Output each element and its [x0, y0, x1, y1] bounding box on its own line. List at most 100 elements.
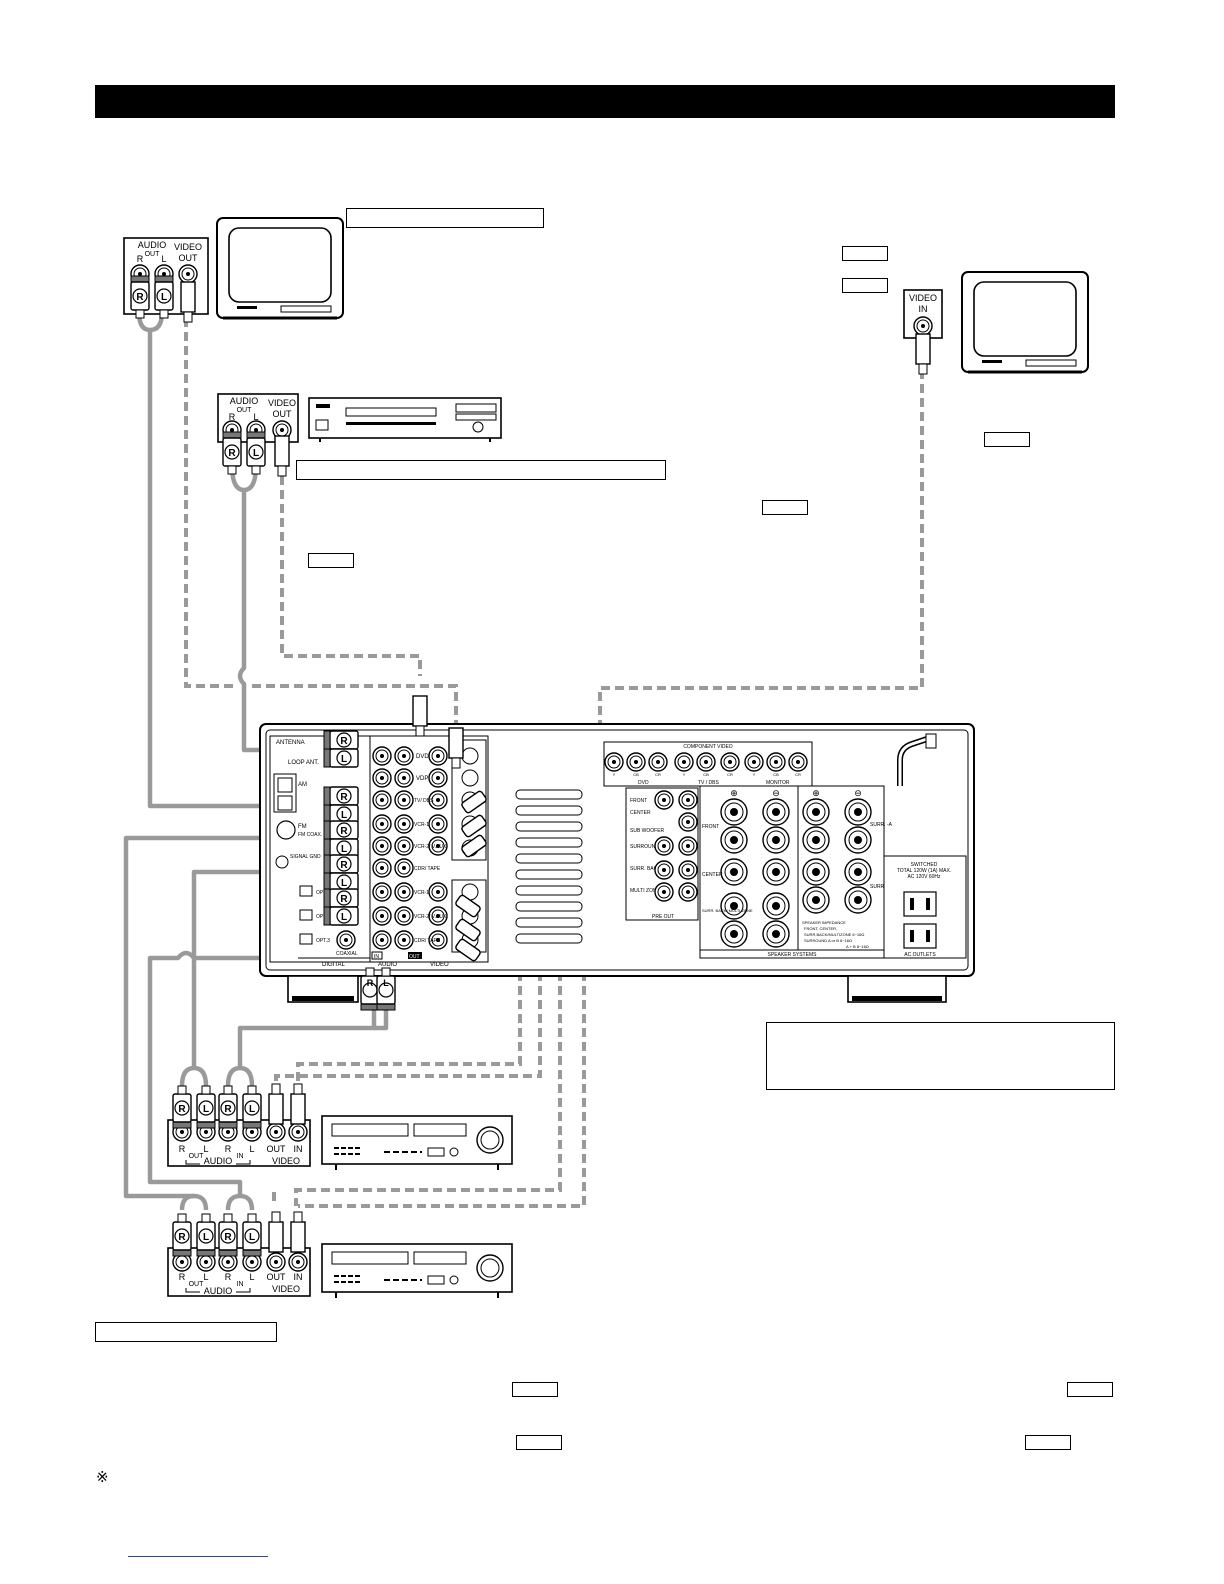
section-header-bar — [95, 85, 1115, 118]
ref-box-2 — [842, 278, 888, 293]
tv-left-audio-label: AUDIO — [138, 240, 167, 250]
ref-box-3 — [984, 432, 1030, 447]
fm-coax-label: FM COAX. 75Ω — [298, 832, 333, 838]
preout-front-label: FRONT — [630, 798, 647, 804]
comp-y-label: Y — [753, 772, 756, 777]
preout-surround-label: SURROUND — [630, 844, 659, 850]
preout-label: PRE OUT — [652, 914, 674, 920]
tv-right: VIDEO IN — [903, 270, 1090, 375]
comp-y-label: Y — [683, 772, 686, 777]
preout-center-label: CENTER — [630, 810, 651, 816]
plug-r-label: R — [136, 292, 144, 303]
dvd-player: AUDIO OUT VIDEO OUT R L R L — [217, 393, 502, 477]
plug-l-label: L — [161, 292, 167, 303]
digital-label: DIGITAL — [322, 962, 346, 968]
signal-gnd-label: SIGNAL GND — [290, 854, 321, 860]
tv-left-l-label: L — [161, 254, 166, 264]
plug-l-label: L — [341, 754, 347, 765]
speaker-impedance-4: A + B 8~16Ω — [846, 944, 869, 949]
comp-cb-label: CB — [633, 772, 639, 777]
input-cdr-label: CDR/ TAPE — [414, 866, 441, 872]
plug-l-label: L — [341, 844, 347, 855]
note-symbol: ※ — [96, 1468, 109, 1486]
speaker-minus-label: ⊖ — [772, 788, 780, 798]
switched-label: SWITCHED — [911, 862, 938, 868]
ref-box-8 — [516, 1435, 562, 1450]
input-vcr1-label: VCR-1 — [414, 822, 429, 828]
dvd-l-label: L — [253, 412, 258, 422]
vcr2-r-out-label: R — [179, 1272, 186, 1282]
speaker-impedance-2: SURR.BACK/MULTIZONE 6~16Ω — [804, 932, 864, 937]
comp-cr-label: CR — [795, 772, 801, 777]
output-vcr1-label: VCR-1 — [414, 890, 429, 896]
opt3-label: OPT.3 — [316, 938, 330, 944]
antenna-label: ANTENNA — [276, 740, 305, 746]
plug-r-label: R — [340, 792, 348, 803]
plug-l-label: L — [383, 978, 389, 988]
comp-tvdbs-label: TV / DBS — [698, 780, 720, 786]
tv-left-r-label: R — [137, 254, 144, 264]
plug-l-label: L — [341, 912, 347, 923]
plug-r-label: R — [340, 736, 348, 747]
tv-right-video-label: VIDEO — [909, 293, 937, 303]
switched-ac-label: AC 120V 60Hz — [907, 874, 941, 880]
preout-sub-label: SUB WOOFER — [630, 828, 665, 834]
input-vdp-label: VDP — [416, 776, 428, 782]
speaker-minus-label: ⊖ — [854, 788, 862, 798]
speaker-surr-a-label: SURR. -A — [870, 822, 893, 828]
label-box-dvd — [296, 460, 666, 480]
ac-outlets-label: AC OUTLETS — [904, 952, 936, 958]
speaker-center-label: CENTER — [702, 872, 723, 878]
vcr1-in-label: IN — [294, 1144, 303, 1154]
speaker-surrback-label: SURR. BACK/ MULTI ZONE — [702, 908, 753, 913]
plug-l-label: L — [341, 878, 347, 889]
plug-l-label: L — [203, 1232, 209, 1243]
vcr2-in-label: IN — [294, 1272, 303, 1282]
dvd-out2-label: OUT — [273, 409, 293, 419]
am-label: AM — [298, 782, 307, 788]
vcr1-video-label: VIDEO — [272, 1156, 300, 1166]
opt2-label: OPT.2 — [316, 914, 330, 920]
plug-r-label: R — [224, 1104, 232, 1115]
opt1-label: OPT.1 — [316, 890, 330, 896]
component-video-label: COMPONENT VIDEO — [683, 744, 732, 750]
av-receiver: ANTENNA LOOP ANT. AM FM FM COAX. 75Ω SIG… — [259, 695, 975, 1011]
dvd-audio-label: AUDIO — [230, 396, 259, 406]
plug-r-label: R — [178, 1104, 186, 1115]
input-dvd-label: DVD — [416, 754, 429, 760]
ref-box-9 — [1025, 1435, 1071, 1450]
vcr1-l-out-label: L — [203, 1144, 208, 1154]
switched-max-label: TOTAL 120W (1A) MAX. — [897, 868, 951, 874]
comp-y-label: Y — [613, 772, 616, 777]
vcr2-video-label: VIDEO — [272, 1284, 300, 1294]
label-box-tv — [346, 208, 544, 228]
vcr2-out-sub-label: OUT — [189, 1281, 205, 1288]
plug-r-label: R — [340, 826, 348, 837]
out-label: OUT — [409, 954, 420, 960]
speaker-plus-label: ⊕ — [730, 788, 738, 798]
speaker-plus-label: ⊕ — [812, 788, 820, 798]
comp-cb-label: CB — [773, 772, 779, 777]
coaxial-label: COAXIAL — [336, 951, 358, 957]
speaker-systems-label: SPEAKER SYSTEMS — [768, 952, 818, 958]
plug-l-label: L — [253, 448, 259, 459]
ref-box-6 — [512, 1382, 558, 1397]
speaker-front-label: FRONT — [702, 824, 719, 830]
plug-r-label: R — [340, 860, 348, 871]
plug-l-label: L — [203, 1104, 209, 1115]
vcr2-r-in-label: R — [225, 1272, 232, 1282]
plug-l-label: L — [249, 1232, 255, 1243]
tv-left: AUDIO OUT VIDEO OUT R L R L — [123, 216, 345, 323]
speaker-impedance-3: SURROUND A or B 6~16Ω — [804, 938, 852, 943]
dvd-out-label: OUT — [237, 407, 253, 414]
vcr1-audio-label: AUDIO — [204, 1156, 233, 1166]
vcr-2: R L R L R L R L OUT IN OUT IN AUDIO VIDE… — [167, 1211, 513, 1299]
preout-multizone-label: MULTI ZONE — [630, 888, 661, 894]
in-label: IN — [374, 954, 379, 960]
comp-cb-label: CB — [703, 772, 709, 777]
comp-dvd-label: DVD — [638, 780, 649, 786]
tv-left-out-label: OUT — [145, 251, 161, 258]
tv-right-in-label: IN — [919, 304, 928, 314]
info-box — [766, 1022, 1115, 1090]
